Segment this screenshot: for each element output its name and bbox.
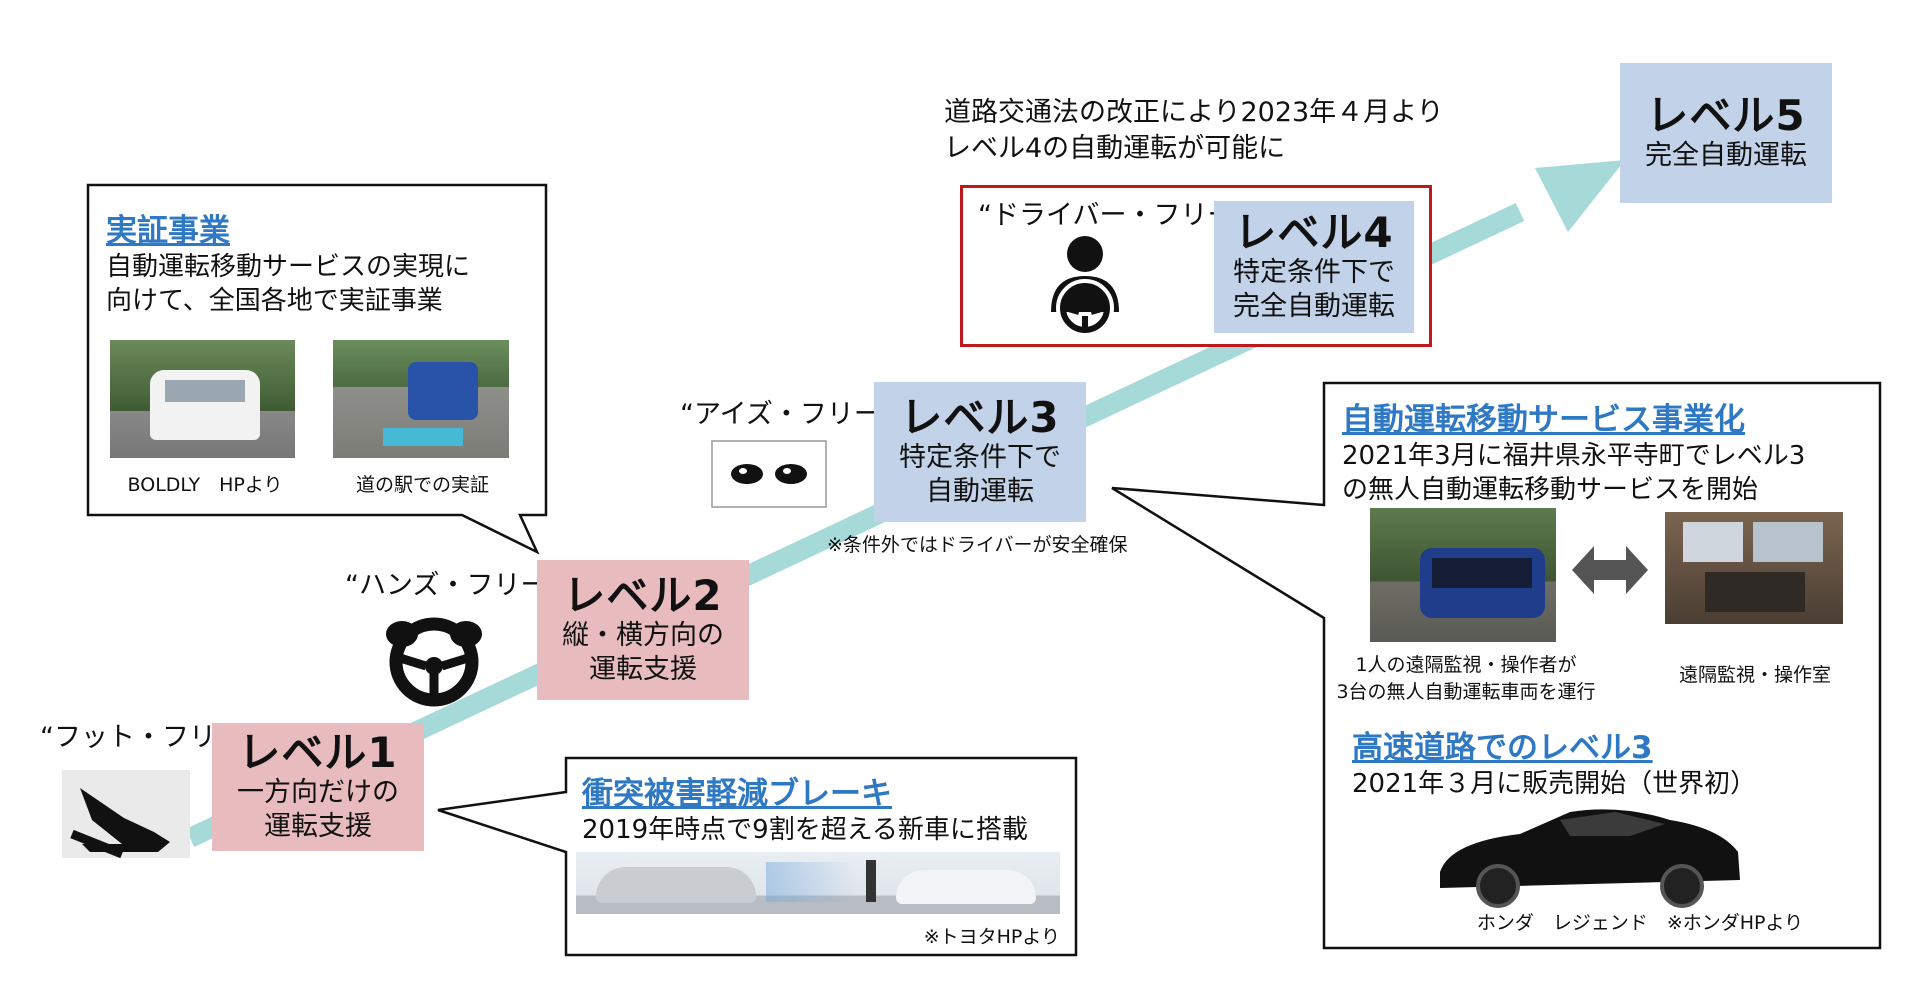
callout-jissho-line2: 向けて、全国各地で実証事業 bbox=[106, 286, 443, 316]
level2-title: レベル2 bbox=[563, 571, 723, 620]
caption-honda: ホンダ レジェンド ※ホンダHPより bbox=[1476, 912, 1804, 934]
level5-title: レベル5 bbox=[1646, 91, 1806, 140]
photo-remote-room bbox=[1665, 512, 1843, 624]
driver-icon bbox=[1051, 236, 1119, 336]
level3-desc1: 特定条件下で bbox=[899, 442, 1061, 473]
caption-boldly: BOLDLY HPより bbox=[127, 474, 283, 496]
callout-service-line1: 2021年3月に福井県永平寺町でレベル3 bbox=[1342, 441, 1806, 471]
caption-operator-line2: 3台の無人自動運転車両を運行 bbox=[1336, 681, 1596, 703]
bidirectional-arrow-icon bbox=[1572, 546, 1648, 594]
callout-brake-line1: 2019年時点で9割を超える新車に搭載 bbox=[582, 815, 1028, 845]
level1-desc2: 運転支援 bbox=[264, 811, 372, 842]
photo-boldly-bus bbox=[110, 340, 295, 458]
level1-title: レベル1 bbox=[238, 728, 398, 777]
caption-michinoeki: 道の駅での実証 bbox=[355, 474, 489, 496]
photo-michinoeki bbox=[333, 340, 509, 458]
level3-title: レベル3 bbox=[900, 393, 1060, 442]
level2-desc1: 縦・横方向の bbox=[562, 620, 724, 651]
caption-toyota: ※トヨタHPより bbox=[923, 926, 1060, 948]
level2-desc2: 運転支援 bbox=[589, 654, 697, 685]
callout-brake-title[interactable]: 衝突被害軽減ブレーキ bbox=[582, 776, 892, 812]
photo-honda-legend bbox=[1440, 809, 1740, 908]
callout-highway-title[interactable]: 高速道路でのレベル3 bbox=[1352, 730, 1653, 766]
level5-desc1: 完全自動運転 bbox=[1645, 140, 1807, 171]
level3-free-label: “アイズ・フリー” bbox=[680, 399, 895, 430]
law-note-line2: レベル4の自動運転が可能に bbox=[944, 133, 1286, 164]
level3-note: ※条件外ではドライバーが安全確保 bbox=[827, 534, 1128, 556]
level3-desc2: 自動運転 bbox=[926, 476, 1034, 507]
level2-box: レベル2 縦・横方向の 運転支援 bbox=[537, 560, 749, 700]
level1-desc1: 一方向だけの bbox=[237, 777, 399, 808]
caption-remote-room: 遠隔監視・操作室 bbox=[1678, 664, 1831, 686]
level3-box: レベル3 特定条件下で 自動運転 bbox=[874, 382, 1086, 522]
callout-jissho: 実証事業 自動運転移動サービスの実現に 向けて、全国各地で実証事業 bbox=[106, 205, 536, 318]
level2-free-label: “ハンズ・フリー” bbox=[345, 570, 562, 601]
level4-title: レベル4 bbox=[1234, 208, 1394, 257]
law-note: 道路交通法の改正により2023年４月より レベル4の自動運転が可能に bbox=[944, 95, 1444, 167]
eyes-icon bbox=[711, 440, 827, 508]
level4-free-label: “ドライバー・フリー” bbox=[978, 200, 1249, 231]
photo-brake-cars bbox=[576, 852, 1060, 914]
caption-operator-line1: 1人の遠隔監視・操作者が bbox=[1355, 654, 1577, 676]
callout-jissho-line1: 自動運転移動サービスの実現に bbox=[106, 252, 471, 282]
steering-hands-icon bbox=[386, 617, 482, 707]
callout-service: 自動運転移動サービス事業化 2021年3月に福井県永平寺町でレベル3 の無人自動… bbox=[1342, 394, 1872, 507]
level5-box: レベル5 完全自動運転 bbox=[1620, 63, 1832, 203]
level4-box: レベル4 特定条件下で 完全自動運転 bbox=[1214, 201, 1414, 333]
callout-jissho-title[interactable]: 実証事業 bbox=[106, 213, 230, 249]
callout-brake: 衝突被害軽減ブレーキ 2019年時点で9割を超える新車に搭載 bbox=[582, 768, 1062, 847]
callout-service-line2: の無人自動運転移動サービスを開始 bbox=[1342, 475, 1759, 505]
level1-box: レベル1 一方向だけの 運転支援 bbox=[212, 723, 424, 851]
level4-desc1: 特定条件下で bbox=[1233, 257, 1395, 288]
foot-pedal-icon bbox=[62, 770, 190, 858]
callout-highway: 高速道路でのレベル3 2021年３月に販売開始（世界初） bbox=[1352, 722, 1852, 801]
level4-desc2: 完全自動運転 bbox=[1233, 291, 1395, 322]
law-note-line1: 道路交通法の改正により2023年４月より bbox=[944, 97, 1444, 128]
caption-operator: 1人の遠隔監視・操作者が 3台の無人自動運転車両を運行 bbox=[1336, 650, 1596, 704]
photo-eiheiji-vehicle bbox=[1370, 508, 1556, 642]
callout-service-title[interactable]: 自動運転移動サービス事業化 bbox=[1342, 402, 1745, 438]
callout-highway-line: 2021年３月に販売開始（世界初） bbox=[1352, 769, 1757, 799]
